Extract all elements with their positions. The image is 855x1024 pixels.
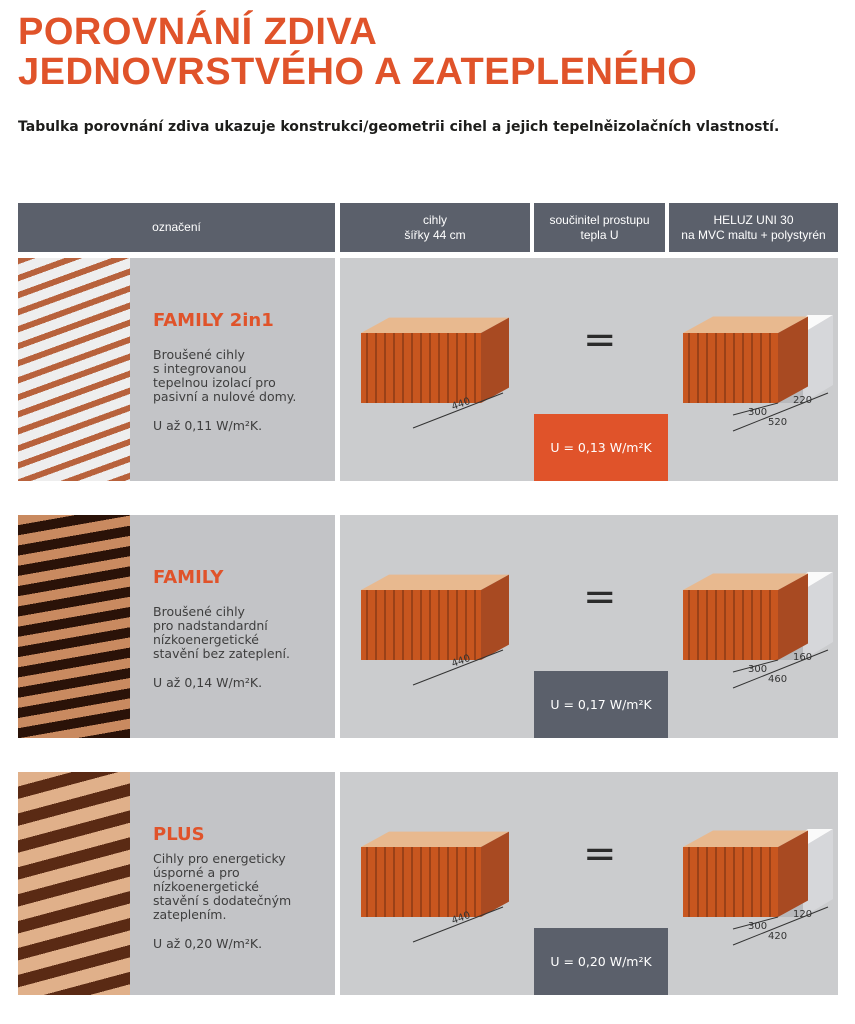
- brick-cross-section-image: [18, 515, 130, 738]
- equals-sign: =: [583, 831, 617, 877]
- title-line-2: JEDNOVRSTVÉHO A ZATEPLENÉHO: [18, 51, 698, 93]
- heluz-wall-image: 300 120 420: [683, 829, 833, 946]
- subtitle: Tabulka porovnání zdiva ukazuje konstruk…: [18, 119, 780, 135]
- dimension-total: 420: [768, 931, 787, 942]
- product-name: PLUS: [153, 824, 205, 845]
- header-bricks: cihly šířky 44 cm: [340, 203, 530, 252]
- dimension-insulation: 220: [793, 395, 812, 406]
- header-u-coefficient: součinitel prostupu tepla U: [534, 203, 665, 252]
- product-description: Cihly pro energeticky úsporné a pro nízk…: [153, 851, 292, 922]
- table-row: PLUS Cihly pro energeticky úsporné a pro…: [18, 772, 838, 995]
- table-row: FAMILY 2in1 Broušené cihly s integrovano…: [18, 258, 838, 481]
- product-name: FAMILY: [153, 567, 224, 588]
- brick-cross-section-image: [18, 772, 130, 995]
- equals-sign: =: [583, 317, 617, 363]
- product-u-value: U až 0,14 W/m²K.: [153, 675, 263, 690]
- product-description: Broušené cihly s integrovanou tepelnou i…: [153, 347, 297, 404]
- dimension-insulation: 120: [793, 909, 812, 920]
- product-u-value: U až 0,11 W/m²K.: [153, 418, 263, 433]
- table-row: FAMILY Broušené cihly pro nadstandardní …: [18, 515, 838, 738]
- product-description: Broušené cihly pro nadstandardní nízkoen…: [153, 604, 290, 661]
- header-designation: označení: [18, 203, 335, 252]
- dimension-brick: 300: [748, 664, 767, 675]
- brick-image: 440: [361, 831, 509, 943]
- product-u-value: U až 0,20 W/m²K.: [153, 936, 263, 951]
- brick-image: 440: [361, 317, 509, 429]
- brick-cross-section-image: [18, 258, 130, 481]
- title-line-1: POROVNÁNÍ ZDIVA: [18, 11, 378, 53]
- heluz-wall-image: 300 160 460: [683, 572, 833, 689]
- dimension-brick: 300: [748, 407, 767, 418]
- dimension-total: 460: [768, 674, 787, 685]
- dimension-insulation: 160: [793, 652, 812, 663]
- u-coefficient-box: U = 0,13 W/m²K: [534, 414, 668, 481]
- designation-cell: [130, 258, 335, 481]
- brick-image: 440: [361, 574, 509, 686]
- equals-sign: =: [583, 574, 617, 620]
- heluz-wall-image: 300 220 520: [683, 315, 833, 432]
- u-coefficient-box: U = 0,17 W/m²K: [534, 671, 668, 738]
- designation-cell: [130, 772, 335, 995]
- header-heluz-uni: HELUZ UNI 30 na MVC maltu + polystyrén: [669, 203, 838, 252]
- dimension-total: 520: [768, 417, 787, 428]
- product-name: FAMILY 2in1: [153, 310, 274, 331]
- u-coefficient-box: U = 0,20 W/m²K: [534, 928, 668, 995]
- designation-cell: [130, 515, 335, 738]
- dimension-brick: 300: [748, 921, 767, 932]
